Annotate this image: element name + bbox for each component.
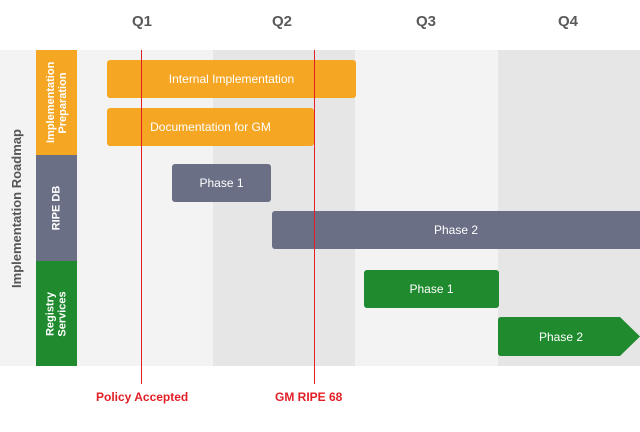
quarter-header-q4: Q4 — [557, 13, 578, 30]
roadmap-title-text: Implementation Roadmap — [8, 128, 24, 288]
row-label-registry-services: Registry Services — [36, 261, 77, 366]
roadmap-title: Implementation Roadmap — [0, 50, 32, 366]
task-documentation-for-gm: Documentation for GM — [107, 108, 314, 146]
quarter-header-q2: Q2 — [271, 13, 292, 30]
task-ripe-db-phase-1: Phase 1 — [172, 164, 271, 202]
quarter-header-q3: Q3 — [415, 13, 436, 30]
task-registry-phase-2-arrow — [498, 317, 640, 356]
milestone-line-policy-accepted — [141, 50, 142, 384]
row-label-text: RIPE DB — [50, 185, 63, 231]
quarter-band-q4 — [498, 50, 640, 366]
task-registry-phase-2: Phase 2 — [538, 329, 584, 344]
quarter-band-q1 — [0, 50, 213, 366]
arrow-shape — [498, 317, 640, 356]
row-bar-registry-services — [36, 261, 77, 366]
row-bar-ripe-db — [36, 155, 77, 261]
row-label-text: Registry Services — [44, 290, 69, 337]
quarter-header-q1: Q1 — [131, 13, 152, 30]
quarter-band-q2 — [213, 50, 355, 366]
row-label-ripe-db: RIPE DB — [36, 155, 77, 261]
row-label-text: Implementation Preparation — [44, 61, 69, 143]
row-label-implementation-preparation: Implementation Preparation — [36, 50, 77, 155]
task-registry-phase-1: Phase 1 — [364, 270, 499, 308]
milestone-label-policy-accepted: Policy Accepted — [96, 390, 189, 404]
task-ripe-db-phase-2: Phase 2 — [272, 211, 640, 249]
row-bar-implementation-preparation — [36, 50, 77, 155]
milestone-label-gm-ripe-68: GM RIPE 68 — [275, 390, 343, 404]
milestone-line-gm-ripe-68 — [314, 50, 315, 384]
task-internal-implementation: Internal Implementation — [107, 60, 356, 98]
quarter-band-q3 — [355, 50, 498, 366]
